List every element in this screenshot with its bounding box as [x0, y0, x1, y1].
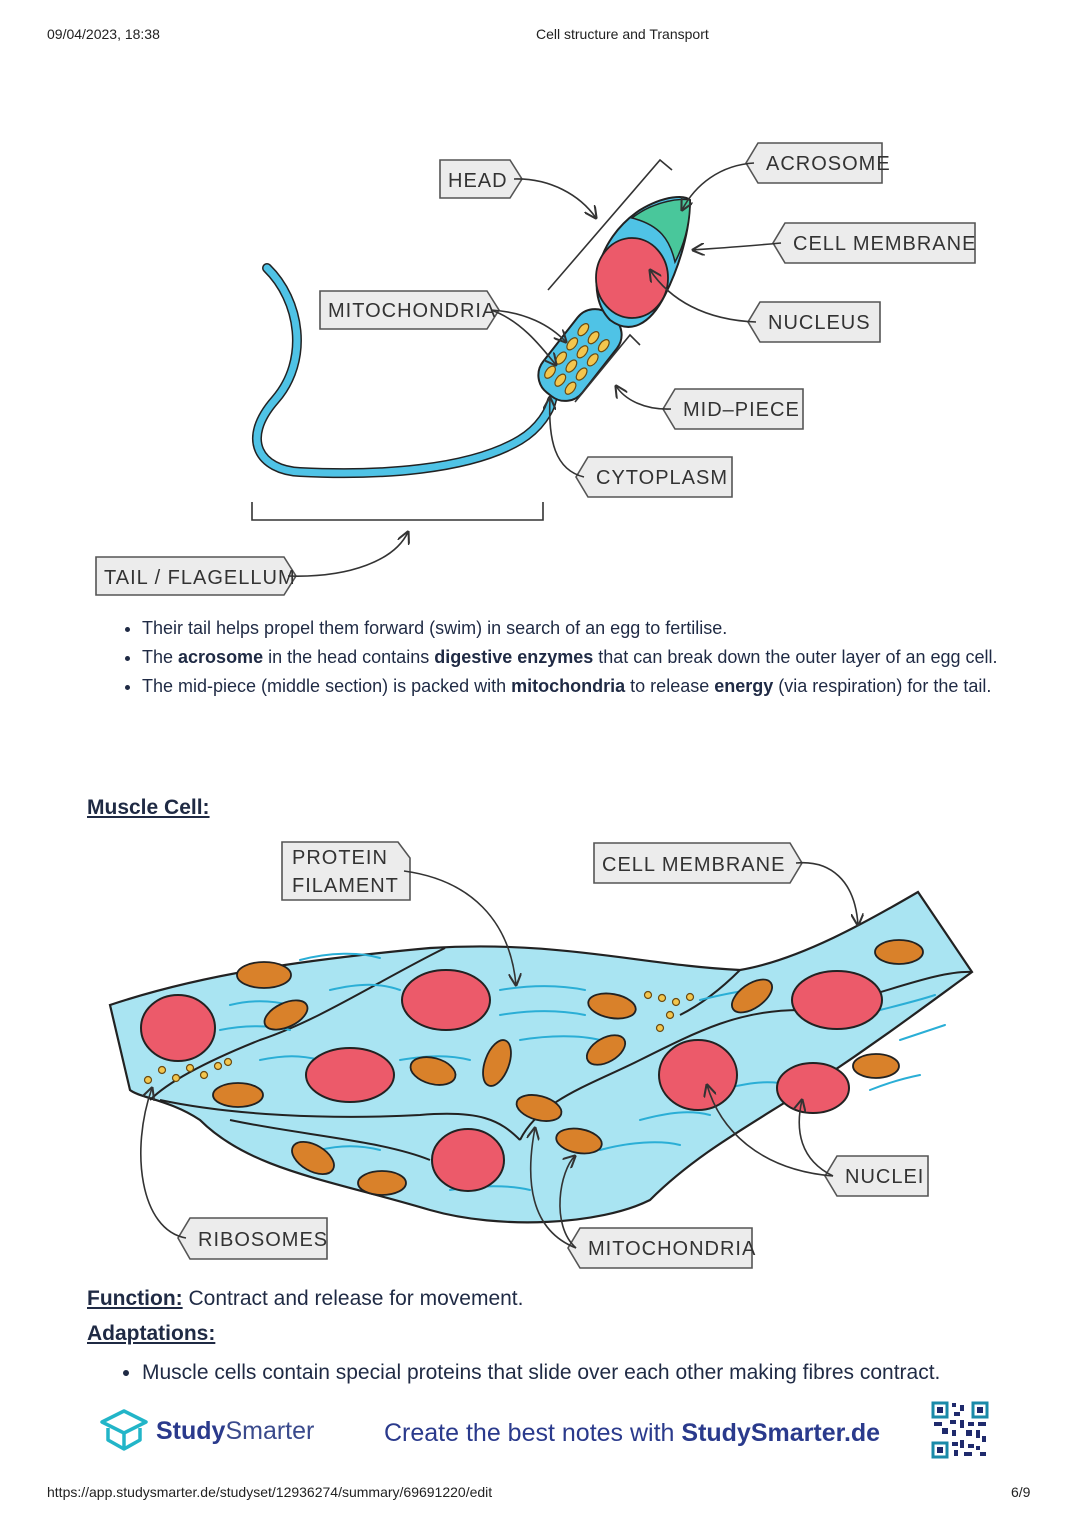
muscle-cell-heading: Muscle Cell:	[87, 796, 210, 819]
acrosome-shape	[630, 198, 691, 265]
qr-code-icon[interactable]	[930, 1400, 990, 1460]
cta-text: Create the best notes with StudySmarter.…	[384, 1419, 881, 1447]
svg-text:TAIL / FLAGELLUM: TAIL / FLAGELLUM	[104, 567, 296, 589]
label-mitochondria: MITOCHONDRIA	[319, 290, 500, 330]
sperm-tail	[252, 263, 557, 479]
label-head: HEAD	[439, 159, 523, 199]
text-run: that can break down the outer layer of a…	[593, 647, 998, 667]
text-run: in the head contains	[263, 647, 435, 667]
nuclei-shapes	[140, 969, 883, 1192]
label-acrosome: ACROSOME	[745, 142, 891, 184]
function-label: Function:	[87, 1287, 183, 1310]
svg-text:MITOCHONDRIA: MITOCHONDRIA	[328, 300, 496, 322]
function-text: Contract and release for movement.	[182, 1287, 524, 1310]
muscle-fibre	[108, 890, 974, 1224]
bold-term: acrosome	[178, 647, 264, 667]
brand-name: StudySmarter	[156, 1417, 315, 1445]
list-item: Their tail helps propel them forward (sw…	[142, 614, 1002, 643]
bold-term: mitochondria	[511, 676, 626, 696]
svg-text:NUCLEUS: NUCLEUS	[768, 312, 871, 334]
svg-text:FILAMENT: FILAMENT	[292, 875, 399, 897]
sperm-head	[595, 196, 692, 328]
label-cell-membrane-muscle: CELL MEMBRANE	[593, 842, 803, 884]
studysmarter-banner: StudySmarter Create the best notes with …	[0, 1400, 1080, 1465]
page-number: 6/9	[1011, 1484, 1031, 1500]
label-mitochondria-muscle: MITOCHONDRIA	[567, 1227, 756, 1269]
muscle-adaptations-list: Muscle cells contain special proteins th…	[112, 1355, 942, 1390]
svg-text:NUCLEI: NUCLEI	[845, 1166, 924, 1188]
sperm-mid-piece	[537, 308, 623, 402]
label-protein-filament: PROTEIN FILAMENT	[281, 841, 411, 901]
function-line: Function: Contract and release for movem…	[87, 1287, 523, 1311]
label-tail-flagellum: TAIL / FLAGELLUM	[95, 556, 297, 596]
list-item: Muscle cells contain special proteins th…	[142, 1355, 942, 1390]
sperm-cell-diagram: HEAD ACROSOME CELL MEMBRANE MITOCHONDRIA…	[95, 142, 976, 596]
label-nucleus: NUCLEUS	[747, 301, 881, 343]
tail-bracket	[251, 502, 544, 521]
label-cytoplasm: CYTOPLASM	[575, 456, 733, 498]
svg-text:PROTEIN: PROTEIN	[292, 847, 388, 869]
list-item: The acrosome in the head contains digest…	[142, 643, 1002, 672]
text-run: The mid-piece (middle section) is packed…	[142, 676, 512, 696]
head-bracket	[547, 158, 673, 291]
svg-text:ACROSOME: ACROSOME	[766, 153, 891, 175]
svg-text:CELL MEMBRANE: CELL MEMBRANE	[793, 233, 976, 255]
adaptations-heading: Adaptations:	[87, 1322, 216, 1345]
print-title: Cell structure and Transport	[536, 26, 709, 42]
midpiece-bracket	[574, 333, 641, 403]
svg-text:MID–PIECE: MID–PIECE	[683, 399, 800, 421]
text-run: The	[142, 647, 179, 667]
label-cell-membrane: CELL MEMBRANE	[772, 222, 976, 264]
svg-text:CYTOPLASM: CYTOPLASM	[596, 467, 728, 489]
label-ribosomes: RIBOSOMES	[177, 1217, 328, 1260]
text-run: to release	[625, 676, 715, 696]
text-run: (via respiration) for the tail.	[773, 676, 992, 696]
label-nuclei: NUCLEI	[824, 1155, 929, 1197]
bold-term: energy	[714, 676, 774, 696]
mitochondria-shapes	[212, 939, 924, 1196]
page-url: https://app.studysmarter.de/studyset/129…	[47, 1484, 493, 1500]
ribosome-shapes	[143, 990, 695, 1085]
text-run: Their tail helps propel them forward (sw…	[142, 618, 728, 638]
nucleus-shape	[595, 237, 669, 319]
print-datetime: 09/04/2023, 18:38	[47, 26, 160, 42]
sperm-adaptations-list: Their tail helps propel them forward (sw…	[112, 614, 1002, 701]
svg-text:HEAD: HEAD	[448, 170, 508, 192]
svg-text:RIBOSOMES: RIBOSOMES	[198, 1229, 328, 1251]
list-item: The mid-piece (middle section) is packed…	[142, 672, 1002, 701]
svg-text:CELL MEMBRANE: CELL MEMBRANE	[602, 854, 785, 876]
label-mid-piece: MID–PIECE	[662, 388, 804, 430]
svg-text:MITOCHONDRIA: MITOCHONDRIA	[588, 1238, 756, 1260]
muscle-cell-diagram: PROTEIN FILAMENT CELL MEMBRANE RIBOSOMES…	[108, 841, 974, 1269]
cube-logo-icon	[100, 1409, 148, 1451]
bold-term: digestive enzymes	[434, 647, 594, 667]
